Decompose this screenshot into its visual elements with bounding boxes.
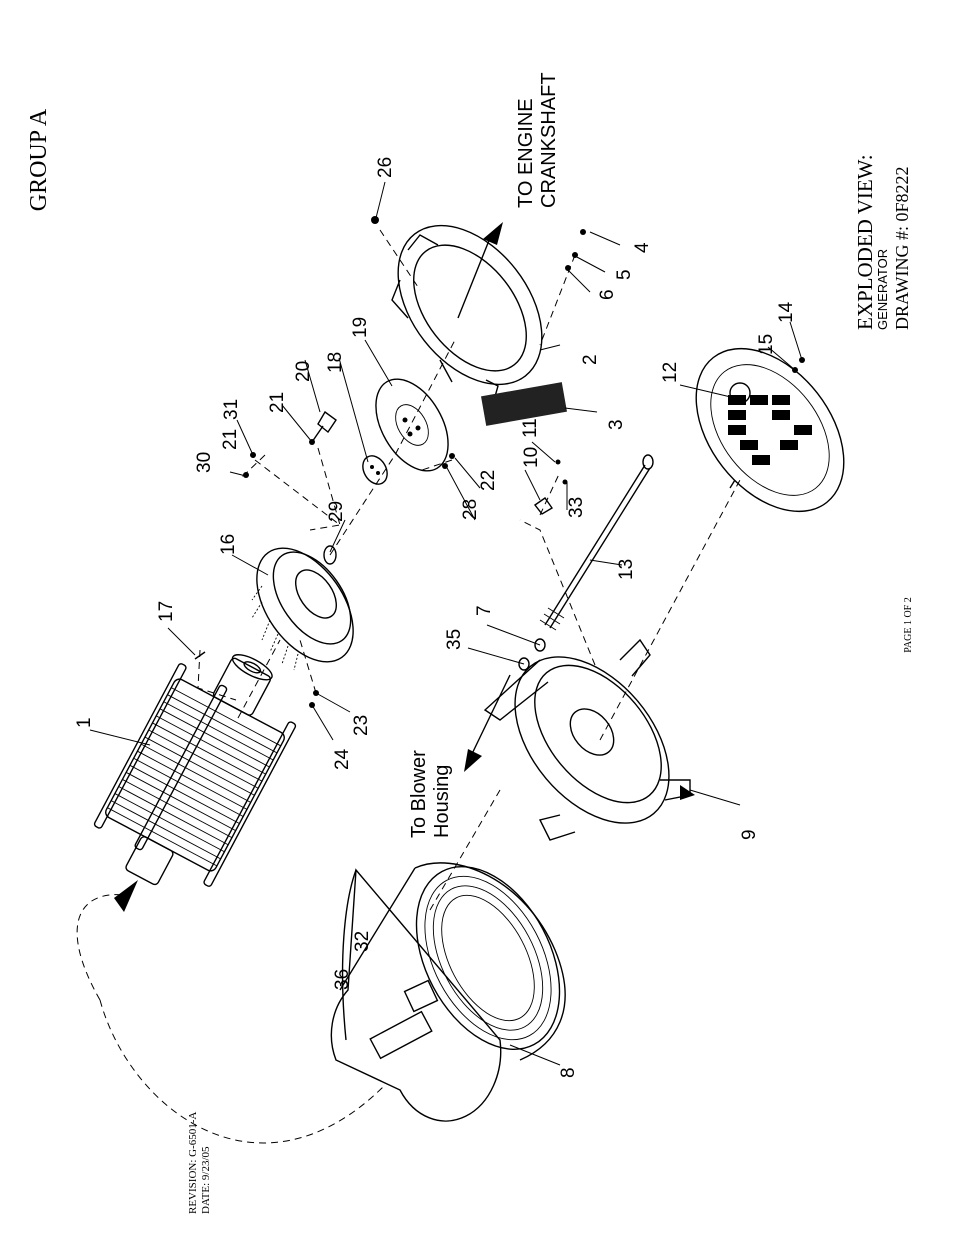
assembly-curve-upper — [76, 894, 126, 1001]
engine-note-line2: CRANKSHAFT — [538, 72, 560, 208]
subtitle-label: GENERATOR — [875, 249, 890, 330]
rotor — [93, 654, 297, 887]
blower-note-line1: To Blower — [408, 750, 430, 838]
callout-13: 13 — [616, 559, 637, 580]
drawing-number: DRAWING #: 0F8222 — [892, 166, 912, 330]
callout-23: 23 — [351, 715, 372, 736]
callout-9: 9 — [739, 829, 760, 840]
label-32 — [403, 979, 439, 1013]
blower-arrow-shaft — [469, 674, 511, 759]
callout-18: 18 — [325, 352, 346, 373]
callout-15: 15 — [756, 334, 777, 355]
end-bracket — [483, 638, 695, 841]
assembly-curve-lower — [99, 999, 386, 1144]
callout-10: 10 — [521, 447, 542, 468]
revision-block: REVISION: G-6501-A DATE: 9/23/05 — [187, 1112, 212, 1214]
assembly-lines — [197, 229, 741, 911]
callout-20: 20 — [293, 361, 314, 382]
stator-housing — [330, 862, 566, 1122]
callout-21b: 21 — [220, 429, 241, 450]
hub — [362, 455, 388, 485]
through-bolt — [539, 454, 654, 631]
callout-26: 26 — [375, 157, 396, 178]
engine-arrow-shaft — [457, 237, 491, 319]
brush — [481, 382, 567, 426]
revision-label: REVISION: G-6501-A — [187, 1112, 199, 1214]
callout-30: 30 — [194, 452, 215, 473]
callout-21a: 21 — [267, 392, 288, 413]
hardware — [194, 216, 805, 708]
plate — [375, 378, 449, 472]
title-label: EXPLODED VIEW: — [853, 154, 877, 330]
end-cover — [695, 347, 845, 513]
title-block: EXPLODED VIEW: GENERATOR DRAWING #: 0F82… — [853, 154, 912, 330]
assembly-arrow-head — [114, 880, 138, 912]
callout-33: 33 — [566, 497, 587, 518]
callout-2: 2 — [580, 354, 601, 365]
page-number: PAGE 1 OF 2 — [903, 597, 914, 652]
callout-numbers: 1 2 3 4 5 6 7 8 9 10 11 12 13 14 15 16 1… — [74, 157, 797, 1078]
engine-crankshaft-note: TO ENGINE CRANKSHAFT — [457, 72, 560, 319]
callout-1: 1 — [74, 717, 95, 728]
callout-11: 11 — [520, 418, 541, 438]
callout-7: 7 — [474, 605, 495, 616]
label-36 — [369, 1010, 433, 1060]
callout-12: 12 — [660, 362, 681, 383]
leader-lines — [89, 181, 803, 1066]
callout-4: 4 — [632, 242, 653, 253]
engine-arrow-head — [483, 222, 503, 245]
blower-housing-note: To Blower Housing — [408, 674, 511, 838]
callout-28: 28 — [460, 499, 481, 520]
callout-24: 24 — [332, 748, 353, 770]
callout-3: 3 — [606, 419, 627, 430]
callout-8: 8 — [558, 1067, 579, 1078]
callout-32: 32 — [352, 931, 373, 952]
callout-5: 5 — [614, 269, 635, 280]
engine-adapter — [391, 224, 543, 401]
callout-31: 31 — [221, 399, 242, 420]
fan — [251, 547, 354, 671]
callout-6: 6 — [597, 289, 618, 300]
date-label: DATE: 9/23/05 — [200, 1146, 212, 1214]
callout-16: 16 — [218, 534, 239, 555]
callout-35: 35 — [444, 629, 465, 650]
blower-note-line2: Housing — [431, 765, 453, 838]
callout-19: 19 — [350, 317, 371, 338]
callout-14: 14 — [776, 301, 797, 323]
callout-36: 36 — [332, 969, 353, 990]
callout-17: 17 — [156, 601, 177, 622]
callout-29: 29 — [326, 501, 347, 522]
group-heading: GROUP A — [26, 108, 52, 211]
blower-arrow-head — [464, 749, 482, 772]
engine-note-line1: TO ENGINE — [515, 98, 537, 208]
callout-22: 22 — [478, 470, 499, 491]
